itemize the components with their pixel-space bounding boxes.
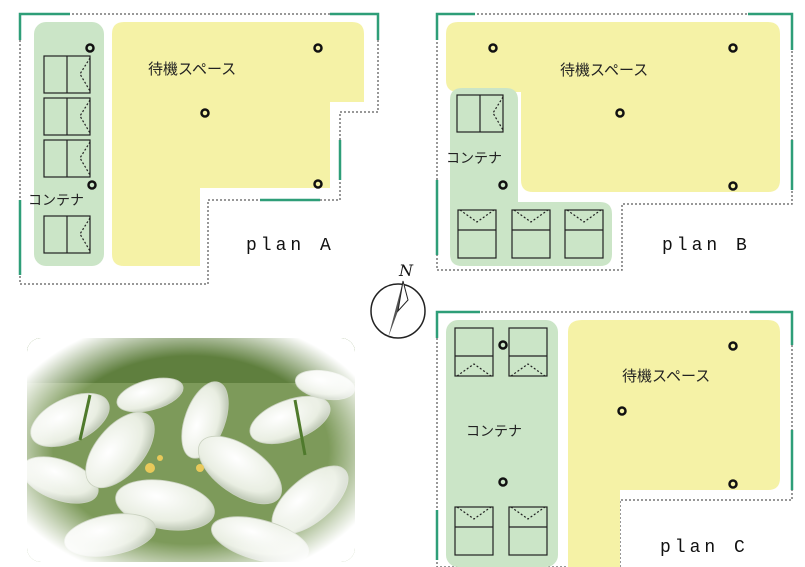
plan-b-space-label: 待機スペース: [560, 61, 648, 79]
plan-c-boundary-green: [435, 310, 794, 560]
plan-a-waiting-space: [112, 22, 364, 266]
plan-a: 待機スペース コンテナ plan A: [18, 12, 380, 285]
plan-c-container-zone: [446, 320, 558, 567]
plan-b: 待機スペース コンテナ plan B: [435, 12, 794, 271]
plan-c-title: plan C: [660, 538, 749, 558]
plan-c-containers: [454, 327, 548, 556]
plan-c-waiting-space: [568, 320, 780, 567]
plan-c: 待機スペース コンテナ plan C: [435, 310, 794, 567]
plan-c-markers: [498, 340, 738, 489]
plan-a-title: plan A: [246, 236, 335, 256]
plan-b-title: plan B: [662, 236, 751, 256]
plan-b-markers: [488, 43, 738, 191]
plan-a-container-zone: [34, 22, 104, 266]
plan-b-boundary: [436, 13, 793, 271]
plan-a-space-label: 待機スペース: [148, 60, 236, 78]
plan-c-space-label: 待機スペース: [622, 367, 710, 385]
plan-b-container-label: コンテナ: [446, 151, 502, 167]
compass-needle-dark: [388, 281, 403, 338]
compass-needle-light: [397, 280, 409, 313]
plan-a-boundary: [19, 13, 379, 285]
plan-a-container-label: コンテナ: [28, 193, 84, 209]
plan-a-boundary-green: [18, 12, 380, 275]
plan-a-markers: [85, 43, 323, 190]
north-compass: N: [370, 261, 426, 339]
compass-north-label: N: [398, 261, 414, 280]
lily-photo: [27, 338, 355, 562]
plan-b-boundary-green: [435, 12, 794, 255]
plan-b-waiting-space: [446, 22, 780, 192]
plan-b-containers: [456, 94, 604, 259]
plan-c-container-label: コンテナ: [466, 424, 522, 440]
plan-a-containers: [43, 55, 91, 254]
